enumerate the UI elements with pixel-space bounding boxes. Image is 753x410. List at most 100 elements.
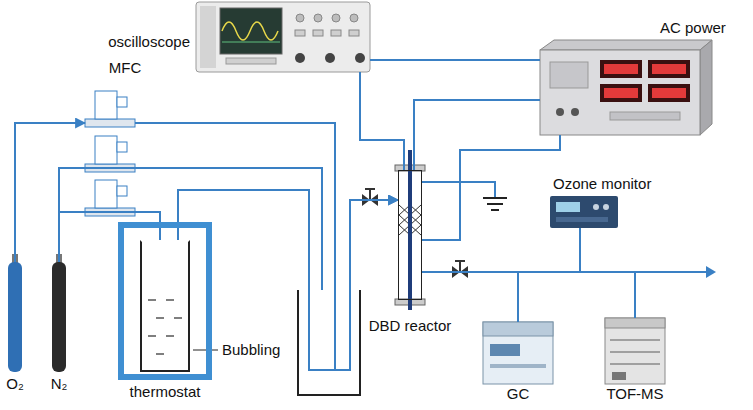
tof-ms-illustration	[605, 318, 665, 384]
oscilloscope-illustration	[331, 30, 341, 36]
oscilloscope-illustration	[220, 8, 282, 54]
gas-cylinder	[8, 254, 66, 372]
device-label: MFC	[109, 60, 142, 77]
thermostat-bath: thermostatBubbling	[118, 222, 212, 380]
tof-ms-illustration	[612, 372, 626, 380]
mfc-illustration	[95, 91, 117, 119]
device-label: thermostat	[130, 384, 201, 401]
ozone-monitor-illustration	[593, 204, 599, 210]
gc-illustration	[483, 322, 553, 384]
ac-power-illustration	[571, 108, 579, 116]
ozone-monitor-illustration	[556, 202, 580, 212]
valve-symbol	[362, 189, 468, 278]
ac-power-device: AC power	[540, 50, 700, 135]
valve-symbol	[365, 189, 375, 200]
ac-power-illustration	[648, 60, 690, 78]
pipe-connector	[15, 123, 85, 262]
pipe-connector	[414, 100, 540, 170]
ac-power-illustration	[652, 64, 686, 74]
pipe-connector	[422, 228, 580, 272]
device-label: O₂	[6, 376, 24, 393]
ac-power-illustration	[550, 62, 588, 88]
oscilloscope-illustration	[222, 42, 280, 43]
pipe-connector	[59, 212, 160, 262]
ac-power-illustration	[700, 40, 712, 135]
gas-pipe	[635, 271, 706, 273]
oscilloscope-illustration	[295, 53, 305, 63]
gas-pipe	[422, 182, 495, 198]
ac-power-illustration	[604, 88, 638, 98]
ground-symbol	[483, 198, 507, 210]
ozone-monitor-illustration	[603, 204, 609, 210]
tof-ms-illustration	[605, 318, 665, 384]
gas-pipe	[59, 168, 322, 370]
dbd-electrode	[395, 150, 425, 310]
bubbling-liquid	[148, 300, 182, 354]
ac-power-illustration	[648, 84, 690, 102]
ozone-monitor-illustration	[550, 196, 618, 228]
device-label: Ozone monitor	[553, 176, 651, 193]
pipe-connector	[135, 123, 398, 370]
leader-line	[193, 350, 218, 351]
oscilloscope-illustration	[350, 14, 358, 22]
leader-line	[193, 350, 218, 351]
ac-power-illustration	[540, 40, 712, 50]
tof-ms-illustration	[610, 340, 660, 364]
mfc-device: MFC	[85, 90, 135, 127]
oscilloscope-illustration	[325, 53, 335, 63]
device-label: N₂	[51, 376, 68, 393]
gc-illustration	[490, 364, 546, 368]
ozone-monitor-illustration	[550, 196, 618, 228]
gas-cylinder	[52, 262, 66, 372]
ac-power-illustration	[610, 112, 680, 120]
ac-power-illustration	[604, 64, 638, 74]
dbd-reactor: DBD reactor	[398, 170, 422, 300]
ac-power-illustration	[556, 108, 564, 116]
ac-power-illustration	[600, 84, 642, 102]
gas-pipe	[59, 168, 716, 370]
ac-power-illustration	[540, 50, 700, 135]
mfc-illustration	[85, 119, 135, 127]
gc-device: GC	[483, 322, 553, 384]
oscilloscope-illustration	[355, 53, 365, 63]
oscilloscope-illustration	[295, 30, 305, 36]
oscilloscope-illustration	[332, 14, 340, 22]
oscilloscope-illustration	[200, 6, 216, 68]
device-label: AC power	[660, 20, 726, 37]
device-label: GC	[507, 386, 530, 403]
gas-pipe	[706, 266, 716, 278]
bubbling-liquid	[148, 300, 182, 354]
oscilloscope-illustration	[314, 14, 322, 22]
mfc-illustration	[95, 180, 117, 208]
tof-ms-illustration	[605, 318, 665, 328]
pipe-connector	[360, 72, 404, 170]
ac-power-illustration	[600, 60, 642, 78]
pipe-connector	[422, 272, 518, 322]
mfc-illustration	[117, 97, 127, 107]
pipe-connector	[422, 135, 560, 240]
oscilloscope-illustration	[222, 22, 278, 40]
gas-cylinder: O₂	[8, 262, 22, 372]
ac-power-illustration	[540, 40, 712, 135]
ground-symbol	[483, 198, 507, 210]
mfc-illustration	[85, 91, 135, 216]
mfc-illustration	[117, 186, 127, 196]
mfc-illustration	[95, 136, 117, 164]
oscilloscope-illustration	[313, 30, 323, 36]
device-label: oscilloscope	[108, 34, 190, 51]
oscilloscope-illustration	[296, 14, 304, 22]
gas-cylinder	[8, 262, 22, 372]
valve-symbol	[455, 261, 465, 272]
bubbling-bottle: Bubbling	[140, 240, 190, 372]
oscilloscope-illustration	[196, 2, 370, 72]
dbd-electrode	[408, 150, 412, 310]
oscilloscope-illustration	[226, 58, 276, 64]
gc-illustration	[490, 344, 520, 356]
ozone-monitor-device: Ozone monitor	[550, 196, 618, 228]
oscilloscope-illustration	[196, 2, 370, 72]
device-label: TOF-MS	[606, 386, 663, 403]
pipe-connector	[422, 272, 635, 318]
gas-cylinder: N₂	[52, 262, 66, 372]
pipe-connector	[370, 59, 540, 61]
